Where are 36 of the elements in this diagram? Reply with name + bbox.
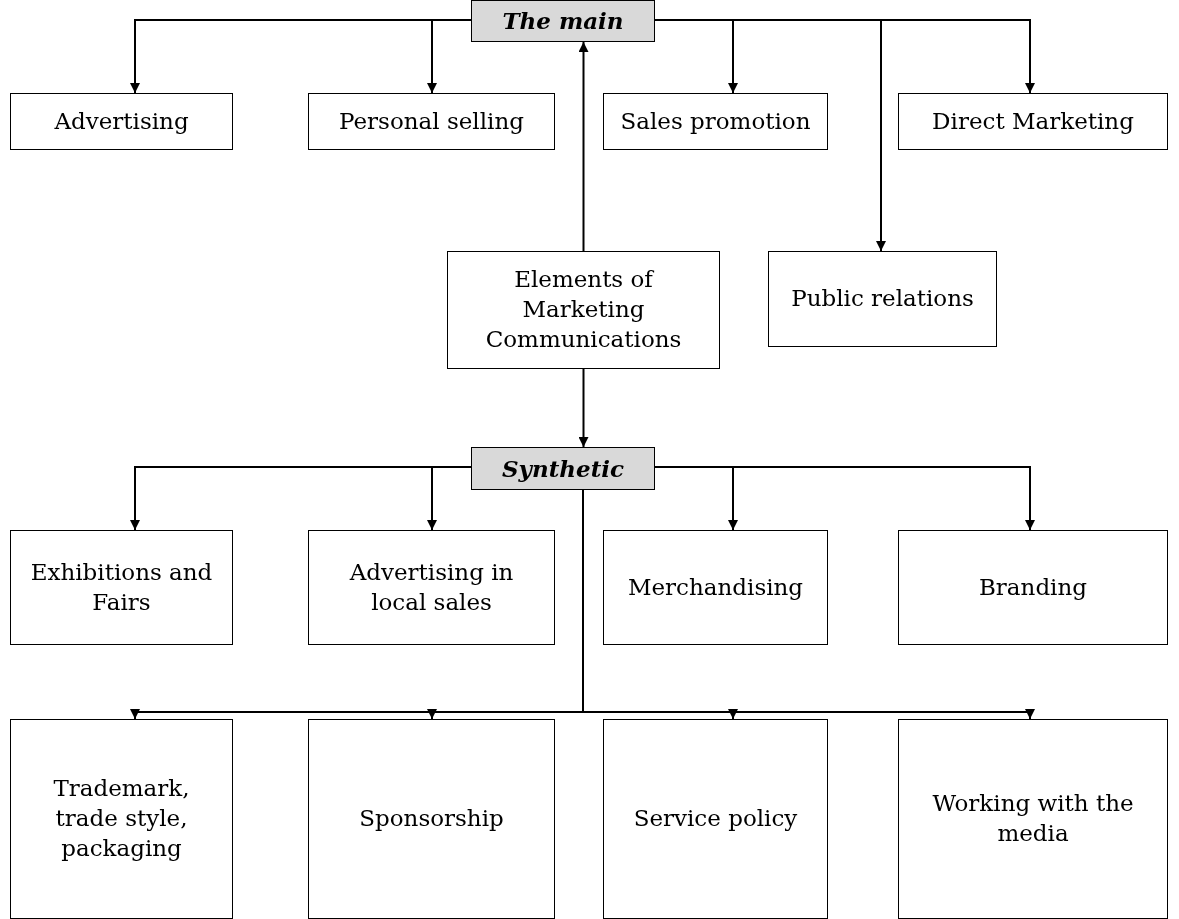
box-label: Branding <box>978 572 1087 602</box>
box-label: Service policy <box>633 804 798 834</box>
element-box <box>898 719 1168 919</box>
category-box <box>471 0 655 42</box>
arrow <box>578 368 589 448</box>
box-label: Merchandising <box>627 572 804 602</box>
box-label: Synthetic <box>501 453 624 484</box>
box-label: Trademark, trade style, packaging <box>52 774 191 863</box>
box-label: Working with the media <box>931 789 1135 848</box>
arrow <box>578 41 589 252</box>
box-label: Sales promotion <box>620 106 811 136</box>
arrow <box>427 466 472 531</box>
element-box <box>10 530 233 645</box>
element-box <box>308 719 555 919</box>
box-label: Advertising in local sales <box>348 557 515 617</box>
box-label: The main <box>502 6 624 36</box>
element-box <box>898 530 1168 645</box>
element-box <box>10 93 233 150</box>
box-label: Advertising <box>54 106 189 136</box>
element-box <box>898 93 1168 150</box>
element-box <box>603 93 828 150</box>
element-box <box>768 251 997 347</box>
category-box <box>471 447 655 490</box>
element-box <box>603 530 828 645</box>
element-box <box>447 251 720 369</box>
element-box <box>308 530 555 645</box>
box-label: Elements of Marketing Communications <box>484 265 683 354</box>
element-box <box>10 719 233 919</box>
arrow <box>427 19 472 94</box>
box-label: Public relations <box>791 284 974 314</box>
box-label: Exhibitions and Fairs <box>29 557 214 617</box>
element-box <box>603 719 828 919</box>
element-box <box>308 93 555 150</box>
box-label: Personal selling <box>339 106 524 136</box>
box-label: Sponsorship <box>359 804 504 834</box>
box-label: Direct Marketing <box>932 106 1134 136</box>
